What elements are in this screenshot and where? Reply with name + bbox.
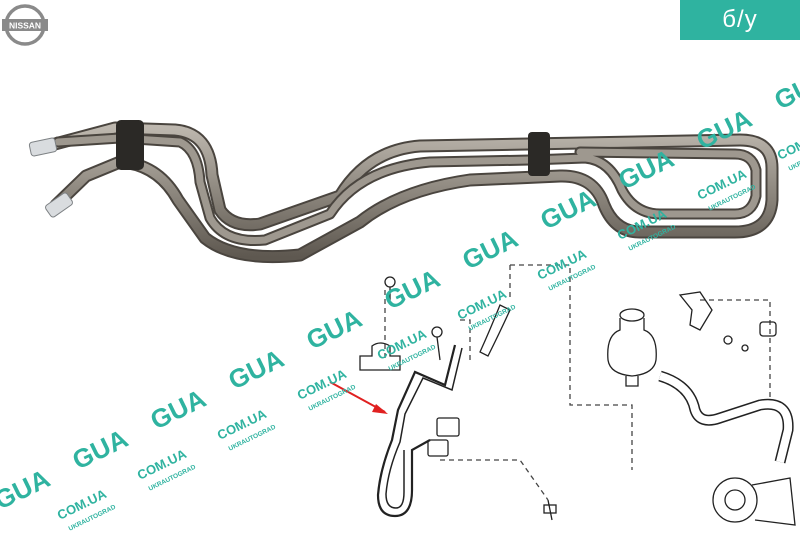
watermark-tile: GUA xyxy=(535,183,600,235)
watermark-gua: GUA xyxy=(379,263,444,315)
watermark-gua: GUA xyxy=(769,63,800,115)
watermark-gua: GUA xyxy=(0,463,55,515)
watermark-tile: GUA xyxy=(691,103,756,155)
watermark-tile: GUA xyxy=(67,423,132,475)
watermark-gua: GUA xyxy=(301,303,366,355)
watermark-gua: GUA xyxy=(223,343,288,395)
watermark-tile: GUA xyxy=(223,343,288,395)
svg-text:NISSAN: NISSAN xyxy=(9,21,41,31)
watermark-site: COM.UA xyxy=(775,126,800,163)
condition-label: б/у xyxy=(722,6,758,33)
brand-logo: NISSAN xyxy=(2,2,48,48)
watermark-gua: GUA xyxy=(67,423,132,475)
callout-arrow xyxy=(329,381,388,414)
watermark-tile: GUA xyxy=(301,303,366,355)
watermark-gua: GUA xyxy=(691,103,756,155)
watermark-gua: GUA xyxy=(145,383,210,435)
watermark-gua: GUA xyxy=(457,223,522,275)
pipe-photo xyxy=(28,120,779,264)
watermark-tile: GUA xyxy=(0,463,55,515)
watermark-tile: GUA xyxy=(145,383,210,435)
watermark-gua: GUA xyxy=(535,183,600,235)
watermark-tile: GUA xyxy=(769,63,800,115)
watermark-tile: GUA xyxy=(379,263,444,315)
watermark-tile: GUA xyxy=(457,223,522,275)
condition-badge: б/у xyxy=(680,0,800,40)
parts-diagram xyxy=(359,264,796,526)
